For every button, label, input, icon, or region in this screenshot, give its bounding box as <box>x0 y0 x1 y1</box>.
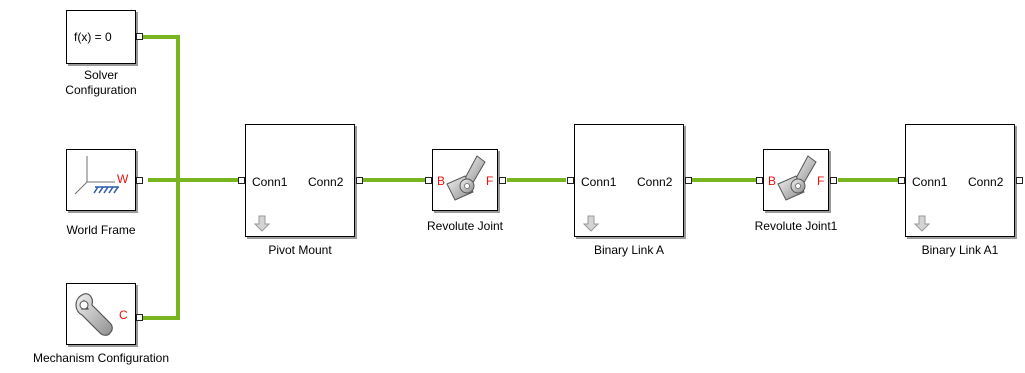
wire-solver <box>143 35 180 320</box>
linkA-conn2: Conn2 <box>637 175 673 189</box>
linkA1-conn2-port[interactable] <box>1016 177 1023 184</box>
world-frame-label: World Frame <box>66 223 136 237</box>
binary-link-a1-block[interactable]: Conn1 Conn2 <box>905 124 1015 237</box>
pivot-conn2-port[interactable] <box>356 177 363 184</box>
revolute-joint-block[interactable]: B F <box>432 149 498 211</box>
mechanism-configuration-block[interactable]: C <box>66 283 136 345</box>
revolute-joint1-label: Revolute Joint1 <box>754 219 838 233</box>
binary-link-a-label: Binary Link A <box>593 243 665 257</box>
down-arrow-icon <box>914 215 930 232</box>
revolute-joint-icon <box>777 155 817 201</box>
revolute1-port-f: F <box>486 174 494 188</box>
mechanism-port-letter: C <box>119 308 128 322</box>
frame-axes-icon <box>74 156 119 195</box>
revolute-joint1-block[interactable]: B F <box>763 149 829 211</box>
binary-link-a-block[interactable]: Conn1 Conn2 <box>574 124 684 237</box>
linkA-conn2-port[interactable] <box>685 177 692 184</box>
world-port-letter: W <box>117 172 129 186</box>
world-frame-block[interactable]: W <box>66 149 136 211</box>
revolute2-follower-port[interactable] <box>830 177 837 184</box>
revolute2-base-port[interactable] <box>756 177 763 184</box>
pivot-mount-block[interactable]: Conn1 Conn2 <box>245 124 355 237</box>
pivot-mount-label: Pivot Mount <box>268 243 332 257</box>
binary-link-a1-label: Binary Link A1 <box>921 243 999 257</box>
linkA-conn1: Conn1 <box>581 175 617 189</box>
revolute2-port-b: B <box>768 174 777 188</box>
revolute2-port-f: F <box>817 174 825 188</box>
linkA1-conn2: Conn2 <box>968 175 1004 189</box>
mechanism-port[interactable] <box>136 314 143 321</box>
linkA1-conn1-port[interactable] <box>898 177 905 184</box>
pivot-conn1-port[interactable] <box>238 177 245 184</box>
solver-label: Solver Configuration <box>65 68 137 97</box>
revolute-joint-label: Revolute Joint <box>426 219 504 233</box>
linkA-conn1-port[interactable] <box>567 177 574 184</box>
pivot-conn1: Conn1 <box>252 175 288 189</box>
revolute1-follower-port[interactable] <box>499 177 506 184</box>
pivot-conn2: Conn2 <box>308 175 344 189</box>
revolute1-base-port[interactable] <box>425 177 432 184</box>
revolute-joint-icon <box>446 155 486 201</box>
solver-configuration-block[interactable]: f(x) = 0 <box>66 10 136 64</box>
revolute1-port-b: B <box>437 174 446 188</box>
wrench-icon <box>75 293 113 336</box>
down-arrow-icon <box>583 215 599 232</box>
mechanism-configuration-label: Mechanism Configuration <box>32 351 170 365</box>
down-arrow-icon <box>254 215 270 232</box>
solver-expression: f(x) = 0 <box>74 30 112 44</box>
world-frame-port[interactable] <box>136 177 143 184</box>
linkA1-conn1: Conn1 <box>912 175 948 189</box>
solver-port[interactable] <box>136 33 143 40</box>
